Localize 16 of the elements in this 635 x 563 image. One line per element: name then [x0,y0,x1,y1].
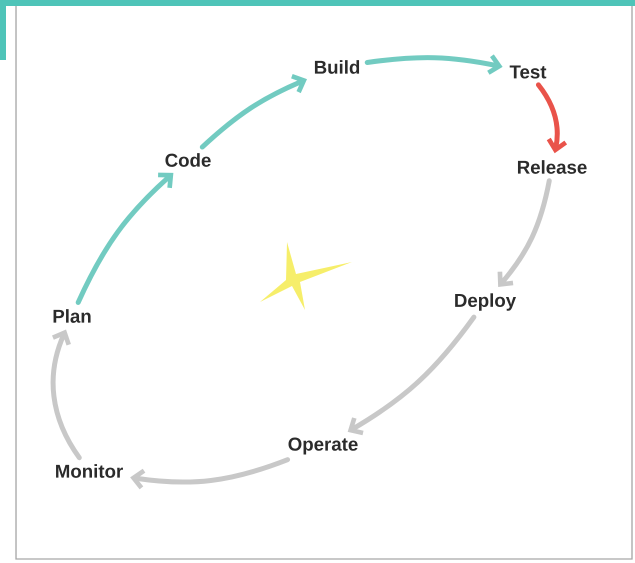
stage-label: Code [165,153,211,167]
arrow [76,172,174,305]
arrow [364,54,503,75]
stage-label: Test [510,66,546,79]
arrow [348,314,476,436]
arrow [50,330,82,460]
stage-label: Operate [288,438,358,454]
arrow [200,74,307,150]
stage-label: Monitor [56,464,123,478]
arrow [130,457,290,490]
stage-label: Build [314,60,360,74]
arrow [498,178,552,287]
stage-label: Plan [54,309,91,323]
stage-label: Release [518,160,587,174]
stage-label: Deploy [455,293,516,311]
arrow [536,82,568,154]
